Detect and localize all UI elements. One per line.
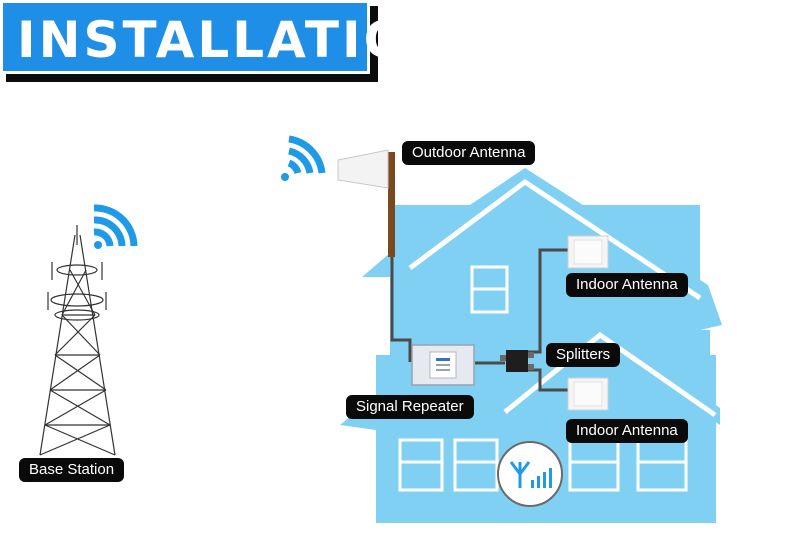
wifi-signal-icon <box>281 135 326 181</box>
roof-line-lower <box>503 331 717 418</box>
roof-line-top <box>408 178 702 301</box>
label-signal-repeater: Signal Repeater <box>346 395 474 419</box>
antenna-mast <box>388 152 395 257</box>
splitter-device <box>500 350 534 372</box>
cable-outdoor-to-repeater <box>390 255 412 362</box>
label-base-station: Base Station <box>19 458 125 482</box>
window-lower-1 <box>398 438 444 492</box>
label-indoor-antenna-top: Indoor Antenna <box>566 273 688 297</box>
base-station-tower <box>39 225 116 456</box>
banner-face: INSTALLATION <box>0 0 451 74</box>
antenna-signal-icon <box>497 441 563 507</box>
page-title: INSTALLATION <box>17 11 454 69</box>
roof-lines <box>408 178 717 418</box>
outdoor-antenna <box>337 149 395 257</box>
label-indoor-antenna-bottom: Indoor Antenna <box>566 419 688 443</box>
window-lower-2 <box>453 438 499 492</box>
label-outdoor-antenna: Outdoor Antenna <box>402 141 536 165</box>
indoor-antenna-bottom-device <box>567 377 609 411</box>
tower-wifi-signal-icon <box>93 204 138 249</box>
signal-repeater-device <box>411 344 475 386</box>
header-banner: INSTALLATION <box>0 0 451 82</box>
log-periodic-antenna <box>337 149 389 189</box>
label-splitters: Splitters <box>546 343 621 367</box>
indoor-antenna-top-device <box>567 235 609 269</box>
